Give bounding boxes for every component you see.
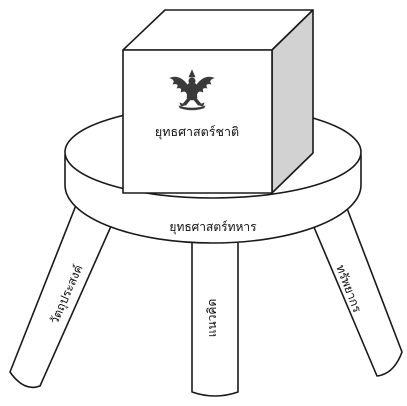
stool-label: ยุทธศาสตร์ทหาร — [169, 220, 257, 235]
garuda-emblem-icon — [169, 69, 215, 111]
leg-center-label: แนวคิด — [205, 299, 219, 338]
box-label: ยุทธศาสตร์ชาติ — [155, 124, 239, 140]
stool-leg-left: วัตถุประสงค์ — [9, 189, 121, 389]
box-front-face — [122, 49, 273, 194]
national-strategy-box: ยุทธศาสตร์ชาติ — [122, 9, 314, 194]
stool-leg-center: แนวคิด — [191, 231, 239, 397]
stool-leg-right: ทรัพยากร — [304, 189, 403, 377]
